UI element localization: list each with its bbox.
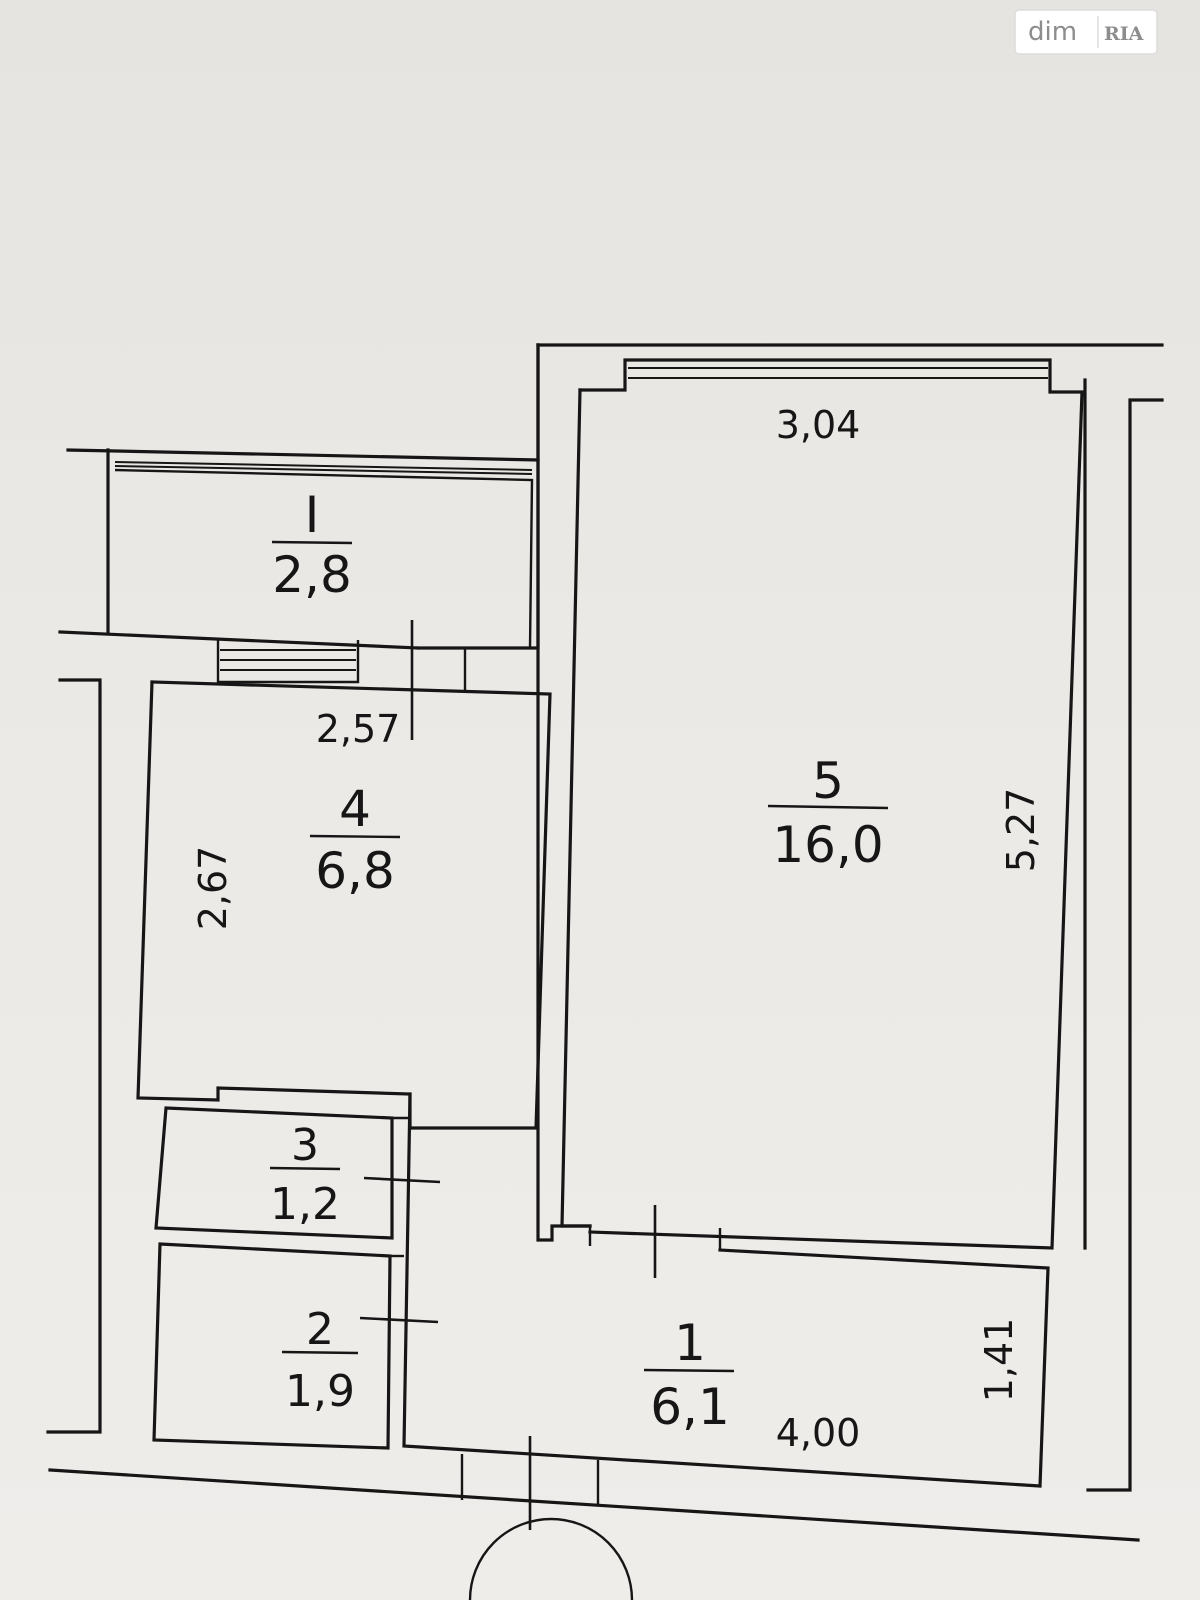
room-hallway-number: 1 [674, 1314, 706, 1372]
room-kitchen-divider [309, 834, 401, 839]
balcony-room [114, 461, 534, 740]
toilet-room [152, 1242, 439, 1450]
kitchen-window [216, 640, 467, 690]
dim-hallway-length: 4,00 [776, 1411, 861, 1455]
room-toilet-divider [281, 1350, 359, 1355]
room-balcony-divider [271, 540, 353, 545]
room-kitchen-number: 4 [339, 780, 371, 838]
dim-kitchen-width: 2,57 [316, 707, 401, 751]
room-kitchen-area: 6,8 [315, 842, 395, 900]
living-room [536, 343, 1084, 1278]
room-living-number: 5 [812, 752, 844, 810]
watermark-badge: RIA [1104, 23, 1144, 45]
watermark-brand: dim [1028, 17, 1077, 47]
bathroom-room [154, 1106, 441, 1240]
room-balcony-area: 2,8 [272, 546, 352, 604]
room-living-area: 16,0 [772, 816, 883, 874]
dim-hallway-width: 1,41 [977, 1318, 1021, 1403]
room-toilet-number: 2 [306, 1304, 334, 1355]
room-bathroom-area: 1,2 [270, 1179, 340, 1230]
dim-living-length: 5,27 [999, 788, 1043, 873]
room-labels: I 2,8 4 6,8 5 16,0 3 1,2 2 1,9 1 6,1 [269, 486, 889, 1436]
room-balcony-number: I [305, 486, 320, 544]
room-bathroom-divider [269, 1166, 341, 1171]
room-hallway-divider [643, 1368, 735, 1373]
dim-ria-watermark: dim RIA [1014, 9, 1158, 55]
room-hallway-area: 6,1 [650, 1378, 730, 1436]
entry-door-arc [468, 1517, 634, 1600]
dimension-labels: 3,04 5,27 2,57 2,67 4,00 1,41 [191, 403, 1043, 1455]
dim-living-width: 3,04 [776, 403, 861, 447]
hallway-room [390, 1092, 1050, 1530]
dim-kitchen-length: 2,67 [191, 846, 235, 931]
room-living-divider [767, 804, 889, 810]
room-bathroom-number: 3 [291, 1120, 319, 1171]
room-toilet-area: 1,9 [285, 1366, 355, 1417]
